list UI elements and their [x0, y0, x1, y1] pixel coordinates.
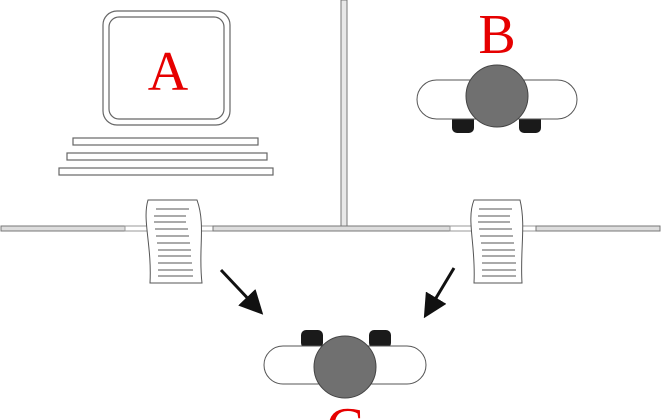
- label-a: A: [148, 41, 189, 103]
- label-c: C: [326, 397, 363, 420]
- arrow-right-icon: [423, 267, 456, 319]
- arrow-left-icon: [219, 268, 264, 315]
- document-icon-right: [470, 199, 524, 284]
- document-icon-left: [145, 199, 203, 284]
- label-b: B: [478, 4, 515, 66]
- person-b-icon: [416, 64, 578, 133]
- computer-monitor-icon: [58, 10, 274, 176]
- interrogator-c-icon: [263, 330, 427, 399]
